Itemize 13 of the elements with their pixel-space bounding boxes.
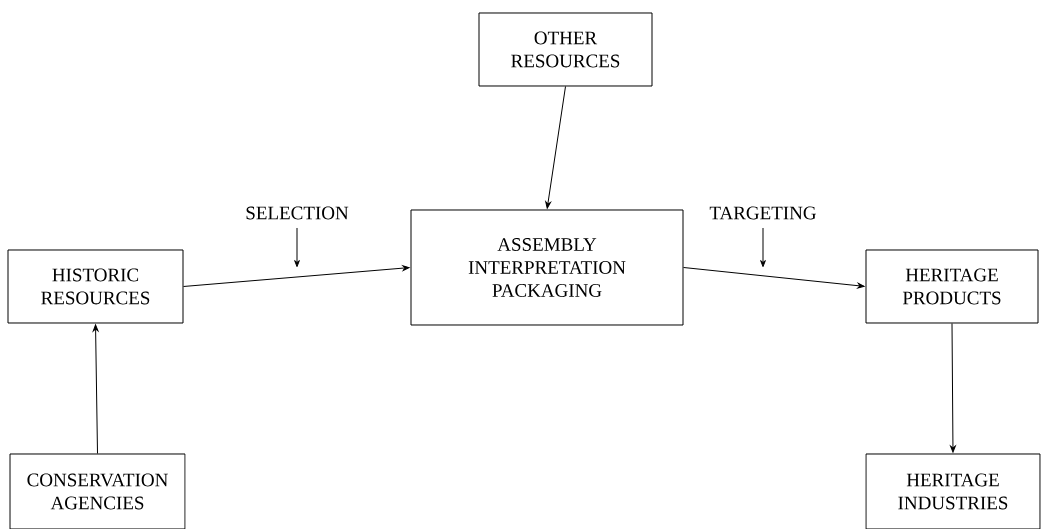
edge-label: TARGETING [709,206,816,220]
process-box: HERITAGE PRODUCTS [865,249,1039,324]
arrow [950,323,956,453]
edge-label: SELECTION [246,206,349,220]
arrow [683,267,865,289]
arrow [92,324,99,454]
arrow [545,86,566,209]
process-box: HISTORIC RESOURCES [7,249,184,324]
process-box: OTHER RESOURCES [478,12,653,87]
arrow [183,265,410,287]
process-box: HERITAGE INDUSTRIES [865,453,1041,529]
process-box: ASSEMBLY INTERPRETATION PACKAGING [410,209,684,326]
process-box: CONSERVATION AGENCIES [9,453,186,529]
